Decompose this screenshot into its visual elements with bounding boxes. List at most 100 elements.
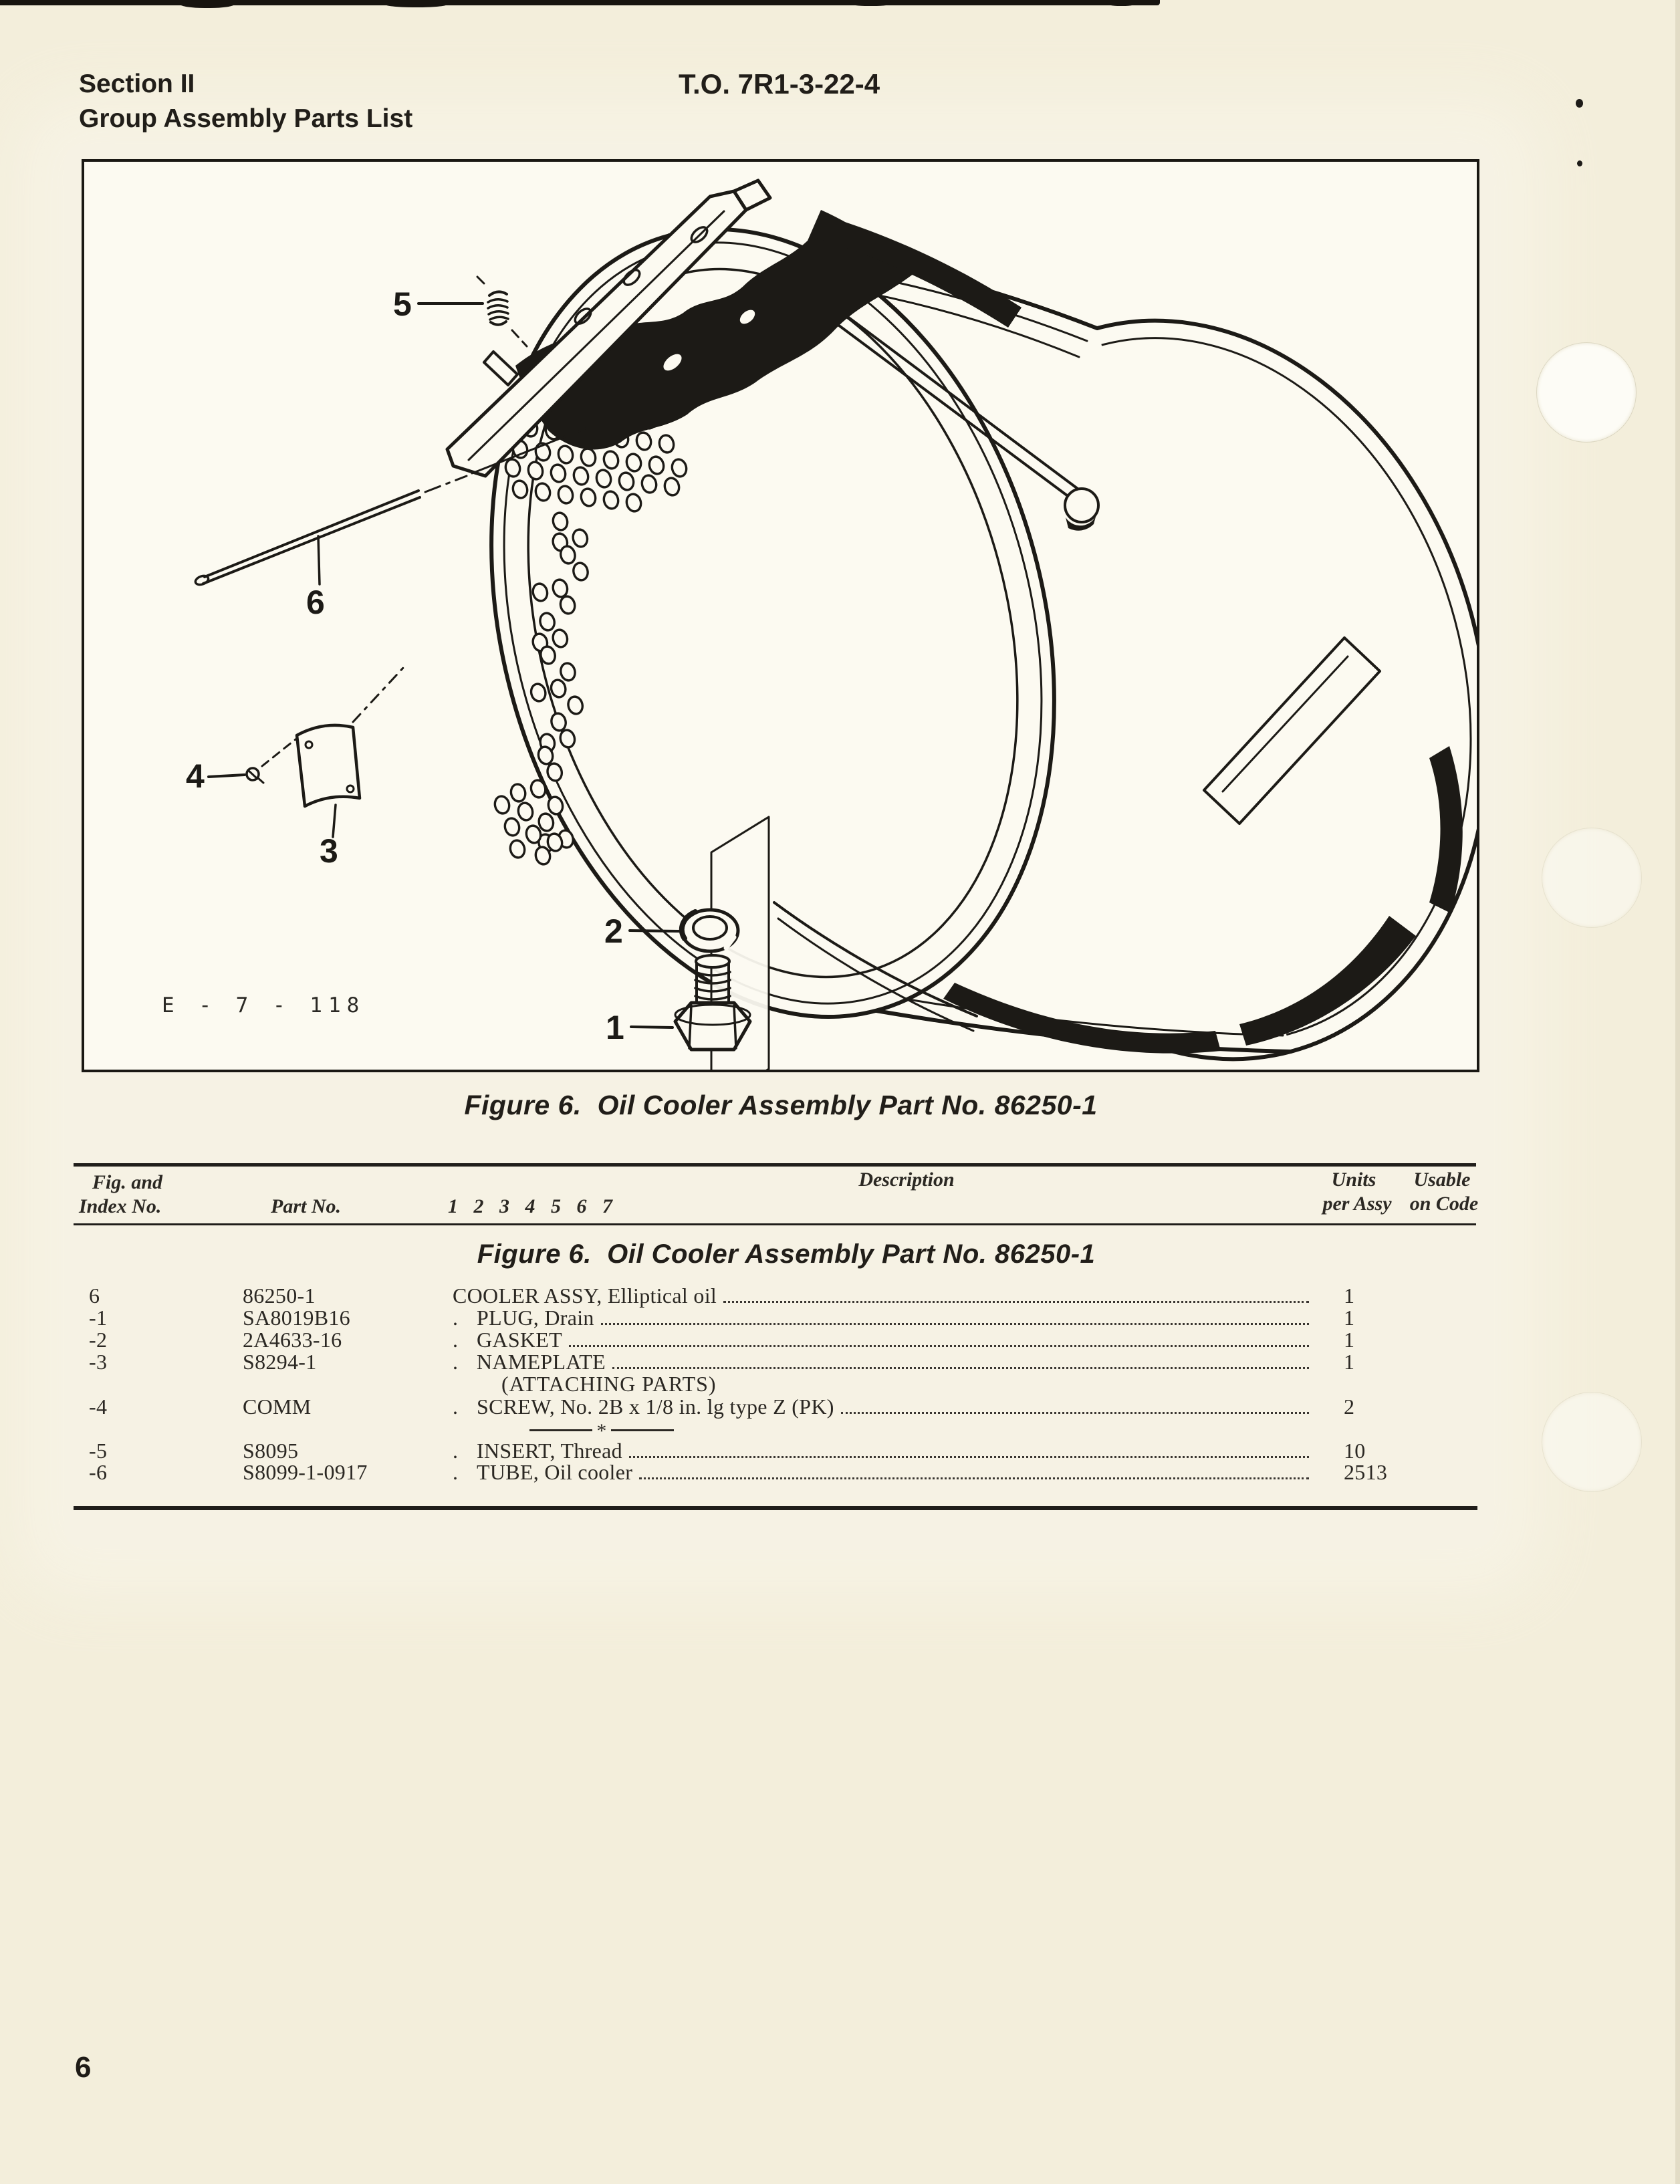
leader-dots [840, 1411, 1309, 1414]
table-header-rule [74, 1223, 1476, 1225]
scan-edge-blob [384, 0, 448, 7]
tube-end-hole [537, 812, 555, 832]
tube-end-hole [493, 795, 511, 815]
col-header-fig-index-line1: Fig. and [92, 1171, 163, 1193]
cell-units-per-assy: 1 [1344, 1284, 1355, 1308]
col-header-usable-line1: Usable [1413, 1169, 1471, 1191]
tube-end-hole [580, 487, 597, 507]
indent-dot: . [453, 1460, 459, 1484]
col-header-units-line1: Units [1331, 1169, 1376, 1191]
cell-index-no: -5 [89, 1439, 108, 1463]
tube-end-hole [539, 612, 556, 632]
indent-dot: . [453, 1328, 459, 1352]
cell-description: . TUBE, Oil cooler [453, 1460, 1312, 1485]
description-text: NAMEPLATE [477, 1350, 606, 1374]
separator-part [610, 1429, 674, 1431]
scan-right-edge [1675, 0, 1680, 2184]
leader-dots [600, 1322, 1309, 1325]
separator-part: * [596, 1420, 607, 1442]
figure-caption: Figure 6. Oil Cooler Assembly Part No. 8… [464, 1090, 1098, 1120]
separator-part [529, 1429, 593, 1431]
drawing-code-label: E - 7 - 118 [162, 993, 365, 1017]
punch-hole [1542, 1392, 1642, 1492]
tube-end-hole [560, 545, 576, 565]
attaching-parts-separator: * [529, 1420, 674, 1443]
leader-dots [628, 1455, 1309, 1458]
cell-index-no: -6 [89, 1460, 108, 1484]
cell-units-per-assy: 10 [1344, 1439, 1366, 1463]
tube-end-hole [509, 839, 526, 859]
cell-units-per-assy: 2513 [1344, 1460, 1388, 1484]
tube-end-hole [534, 482, 552, 502]
col-header-fig-index-line2: Index No. [79, 1195, 162, 1217]
tube-end-hole [572, 562, 589, 582]
indent-dot: . [453, 1350, 459, 1374]
cell-part-no: 2A4633-16 [243, 1328, 342, 1352]
description-text: INSERT, Thread [477, 1439, 622, 1463]
cell-part-no: 86250-1 [243, 1284, 316, 1308]
indent-dot: . [453, 1306, 459, 1330]
description-text: PLUG, Drain [477, 1306, 594, 1330]
tube-end-hole [517, 802, 534, 822]
indent-dot: . [453, 1439, 459, 1463]
tube-end-hole [529, 779, 547, 799]
tube-end-hole [625, 493, 642, 513]
tube-end-hole [602, 450, 620, 470]
tube-end-hole [635, 431, 652, 451]
indent-dot: . [453, 1394, 459, 1419]
ink-speck [1576, 99, 1583, 108]
section-heading-line1: Section II [79, 70, 195, 98]
description-text: TUBE, Oil cooler [477, 1460, 633, 1484]
leader-dots [639, 1477, 1309, 1479]
cell-description: .SCREW, No. 2B x 1/8 in. lg type Z (PK) [453, 1394, 1312, 1419]
tube-end-hole [625, 453, 642, 473]
tube-end-hole [550, 679, 567, 699]
table-top-rule [74, 1163, 1476, 1167]
tube-end-hole [552, 578, 569, 598]
tube-end-hole [503, 817, 521, 837]
tube-end-hole [537, 745, 554, 765]
cell-description: . PLUG, Drain [453, 1306, 1312, 1330]
cell-part-no: S8294-1 [243, 1350, 317, 1374]
tube-end-hole [557, 485, 574, 505]
tube-end-hole [534, 846, 552, 866]
cell-units-per-assy: 2 [1344, 1394, 1355, 1419]
cell-index-no: -4 [89, 1394, 108, 1419]
tube-end-hole [552, 628, 569, 648]
leader-dots [723, 1300, 1309, 1303]
oil-cooler-line-drawing: 1 2 3 4 5 6 E - 7 - 118 [162, 178, 1477, 1070]
cell-index-no: -3 [89, 1350, 108, 1374]
leader-dots [569, 1344, 1309, 1347]
tube-end-hole [552, 511, 569, 531]
tube-end-hole [602, 490, 620, 510]
cell-part-no: SA8019B16 [243, 1306, 350, 1330]
cell-units-per-assy: 1 [1344, 1306, 1355, 1330]
cell-description: .GASKET [453, 1328, 1312, 1352]
tube-end-hole [618, 471, 635, 491]
tube-end-hole [572, 466, 590, 486]
figure-illustration-box: 1 2 3 4 5 6 E - 7 - 118 [82, 159, 1479, 1072]
tube-end-hole [550, 463, 567, 483]
callout-6: 6 [306, 584, 325, 621]
cell-part-no: S8099-1-0917 [243, 1460, 368, 1484]
leader-dots [612, 1366, 1309, 1369]
tube-end-hole [509, 783, 527, 803]
tube-end-hole [504, 458, 521, 478]
attaching-parts-note: (ATTACHING PARTS) [501, 1372, 717, 1396]
col-header-description: Description [858, 1169, 955, 1191]
tube-end-hole [529, 683, 547, 703]
page-number: 6 [75, 2051, 92, 2084]
tube-end-hole [648, 455, 665, 475]
col-header-units-line2: per Assy [1322, 1193, 1392, 1215]
tube-end-hole [525, 824, 542, 844]
cell-part-no: S8095 [243, 1439, 299, 1463]
tube-end-hole [560, 662, 576, 682]
callout-2: 2 [604, 913, 623, 950]
col-header-indenture: 1 2 3 4 5 6 7 [448, 1195, 612, 1217]
cell-index-no: -1 [89, 1306, 108, 1330]
tube-end-hole [527, 461, 544, 481]
tube-end-hole [550, 712, 567, 732]
tube-end-hole [511, 479, 529, 499]
callout-5: 5 [393, 285, 412, 323]
callout-4: 4 [186, 757, 205, 795]
